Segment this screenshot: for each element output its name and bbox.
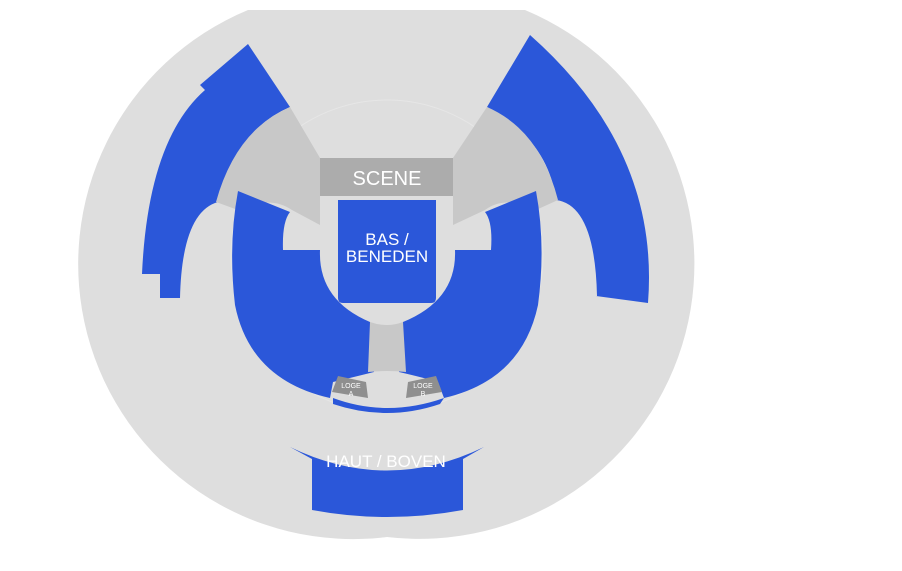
aisle-lower [366,382,408,400]
loge-a-label-line1: LOGE [341,383,361,390]
section-bas-beneden-rear[interactable] [333,398,444,413]
stage [320,158,453,196]
stage-label: SCENE [353,168,422,190]
loge-a[interactable] [332,376,368,398]
section-bas-beneden-label-line2: BENEDEN [346,247,428,266]
loge-b-label-line1: LOGE [413,383,433,390]
loge-a-label-line2: A [349,391,354,398]
aisle [368,322,406,372]
loge-b[interactable] [406,376,442,398]
section-haut-boven-label: HAUT / BOVEN [326,452,446,471]
section-bas-beneden-pit[interactable] [338,200,436,303]
section-bas-beneden[interactable] [232,191,542,398]
section-bas-beneden-label-line1: BAS / [365,230,409,249]
loge-b-label-line2: B [421,391,426,398]
